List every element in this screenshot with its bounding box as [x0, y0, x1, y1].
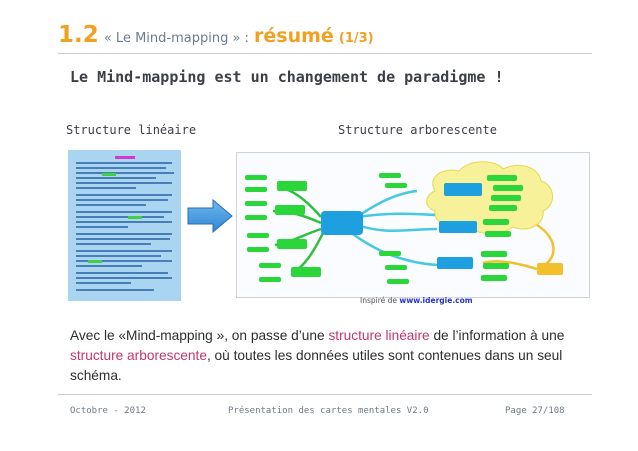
para-highlight-tree: structure arborescente — [70, 348, 207, 363]
para-highlight-linear: structure linéaire — [328, 328, 430, 343]
image-credit: Inspiré de www.idergie.com — [360, 296, 473, 305]
title-page-part: (1/3) — [338, 31, 374, 46]
summary-paragraph: Avec le «Mind-mapping », on passe d’une … — [70, 326, 590, 386]
title-rule — [58, 53, 592, 54]
title-quoted: « Le Mind-mapping » : — [103, 31, 249, 46]
slide-title: 1.2 « Le Mind-mapping » : résumé (1/3) — [58, 22, 374, 48]
footer-page: Page 27/108 — [505, 406, 565, 416]
para-part-3: , où toutes les données utiles sont cont… — [70, 348, 563, 383]
right-arrow-icon — [187, 198, 233, 237]
para-part-2: de l’information à une — [429, 328, 565, 343]
footer-center: Présentation des cartes mentales V2.0 — [228, 406, 429, 416]
label-linear: Structure linéaire — [66, 123, 197, 137]
tree-structure-image — [236, 152, 590, 298]
credit-link[interactable]: www.idergie.com — [399, 296, 473, 305]
slide-subtitle: Le Mind-mapping est un changement de par… — [70, 68, 504, 86]
title-highlight: résumé — [254, 25, 334, 47]
label-tree: Structure arborescente — [338, 123, 497, 137]
footer-rule — [58, 394, 592, 395]
para-part-1: Avec le «Mind-mapping », on passe d’une — [70, 328, 329, 343]
linear-structure-image — [68, 150, 181, 301]
title-number: 1.2 — [58, 22, 99, 48]
footer-date: Octobre - 2012 — [70, 406, 146, 416]
credit-prefix: Inspiré de — [360, 296, 398, 305]
